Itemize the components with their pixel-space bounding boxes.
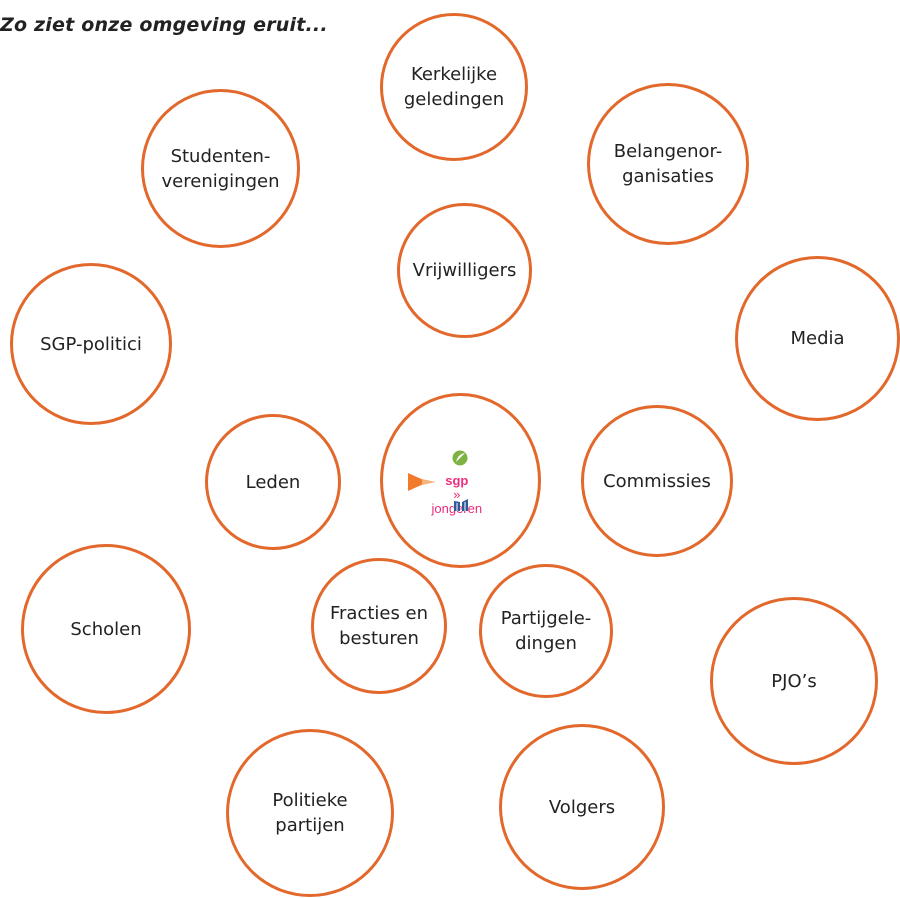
node-partijgeledingen: Partijgele- dingen: [479, 564, 613, 698]
node-label-line: Scholen: [70, 618, 142, 640]
node-belangenorganisaties: Belangenor- ganisaties: [587, 83, 749, 245]
node-label-line: dingen: [515, 633, 577, 654]
node-leden: Leden: [205, 414, 341, 550]
node-label-line: Fracties en: [329, 603, 429, 624]
node-label-line: Partijgele-: [500, 608, 592, 629]
node-label-line: Belangenor-: [613, 141, 723, 162]
node-label-line: partijen: [275, 815, 345, 836]
arrow-icon: [407, 472, 436, 491]
node-pjos: PJO’s: [710, 597, 878, 765]
node-label-line: PJO’s: [771, 670, 817, 692]
node-studentenverenigingen: Studenten- verenigingen: [141, 89, 300, 248]
node-kerkelijke-geledingen: Kerkelijke geledingen: [380, 13, 528, 161]
node-label-line: Media: [790, 328, 845, 349]
node-label-line: Vrijwilligers: [412, 260, 517, 281]
node-volgers: Volgers: [499, 724, 665, 890]
node-scholen: Scholen: [21, 544, 191, 714]
diagram-heading: Zo ziet onze omgeving eruit...: [0, 14, 328, 36]
node-label-line: SGP-politici: [40, 333, 142, 355]
node-label-line: verenigingen: [161, 170, 280, 192]
node-vrijwilligers: Vrijwilligers: [397, 203, 532, 338]
node-label-line: Kerkelijke: [410, 64, 498, 85]
node-fracties-en-besturen: Fracties en besturen: [311, 558, 447, 694]
node-politieke-partijen: Politieke partijen: [226, 729, 394, 897]
node-label-line: Studenten-: [170, 145, 271, 167]
logo-brand: sgp: [445, 472, 469, 488]
leaf-icon: [452, 450, 467, 465]
book-icon: [453, 498, 468, 511]
node-label-line: besturen: [339, 628, 419, 649]
node-center-logo: sgp»jongeren: [380, 393, 541, 568]
node-label-line: Leden: [245, 471, 301, 493]
node-label-line: geledingen: [403, 89, 505, 110]
node-label-line: ganisaties: [622, 166, 714, 187]
node-media: Media: [735, 256, 900, 421]
node-label-line: Politieke: [272, 790, 348, 811]
node-commissies: Commissies: [581, 405, 733, 557]
node-sgp-politici: SGP-politici: [10, 263, 172, 425]
node-label-line: Volgers: [548, 796, 616, 818]
sgp-jongeren-logo: sgp»jongeren: [396, 431, 526, 531]
logo-separator: »: [453, 486, 461, 502]
node-label-line: Commissies: [603, 470, 711, 492]
